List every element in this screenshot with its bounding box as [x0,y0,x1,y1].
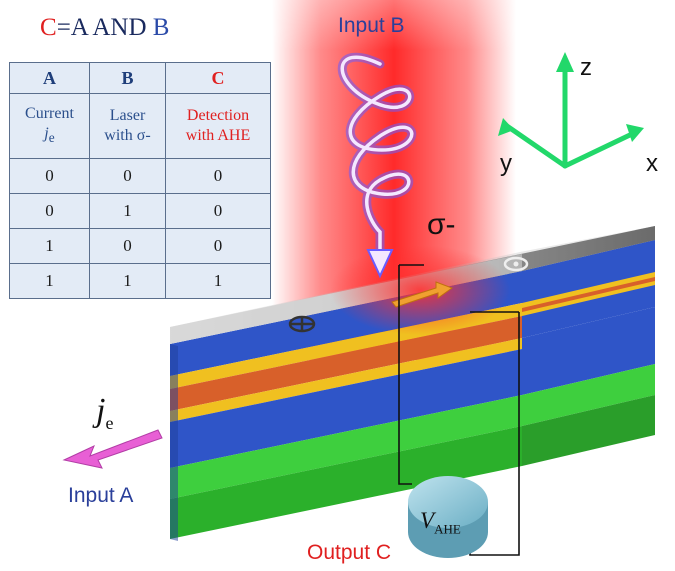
desc-c: Detection with AHE [165,93,271,159]
voltmeter-icon [408,476,488,558]
current-subscript: e [105,412,114,433]
current-je-label: je [96,392,113,434]
cell-b: 1 [88,193,167,229]
logic-title: C=A AND B [40,14,169,42]
desc-b-line1: Laser [109,107,146,124]
axis-y-label: y [500,150,512,177]
cell-a: 0 [9,193,90,229]
input-a-label: Input A [68,484,134,507]
input-b-label: Input B [338,14,405,37]
axis-z-label: z [580,54,592,81]
truth-table-row: 0 0 0 [9,158,271,194]
laser-beam-top-haze [272,0,516,200]
cell-a: 1 [9,228,90,264]
circularly-polarized-helix [337,52,417,279]
cell-c: 0 [165,158,271,194]
axis-x-label: x [646,150,658,177]
cell-a: 0 [9,158,90,194]
desc-a: Current je [9,93,90,159]
cell-c: 1 [165,263,271,299]
title-equation: =A AND [56,14,153,41]
title-c: C [40,14,57,41]
desc-c-line1: Detection [186,107,250,124]
desc-c-line2: with AHE [185,127,251,144]
truth-table-row: 0 1 0 [9,193,271,229]
truth-table-header: A B C [9,62,271,94]
voltage-symbol: V [420,508,435,533]
device-left-end [170,344,178,541]
cell-c: 0 [165,228,271,264]
cell-b: 0 [88,158,167,194]
title-b: B [152,14,170,41]
cell-c: 0 [165,193,271,229]
current-symbol: j [96,392,106,429]
desc-a-line1: Current [25,104,74,122]
truth-table-row: 1 1 1 [9,263,271,299]
magnetization-in-icon [288,315,316,333]
current-arrow [62,429,163,469]
desc-b-line2: with σ- [104,127,151,144]
desc-b: Laser with σ- [88,93,167,159]
truth-table-row: 1 0 0 [9,228,271,264]
cell-b: 1 [88,263,167,299]
output-c-label: Output C [307,541,392,564]
truth-table: A B C Current je Laser with σ- Detection… [9,62,271,299]
sigma-minus-label: σ- [427,208,456,241]
truth-table-descriptions: Current je Laser with σ- Detection with … [9,93,271,159]
coordinate-axes [498,52,644,169]
device-right-face [522,240,655,466]
desc-a-line2: j [44,124,49,142]
laser-spot [330,245,510,335]
desc-a-sub: e [48,130,55,146]
voltage-label: VAHE [420,508,461,538]
cell-b: 0 [88,228,167,264]
magnetization-arrow [391,281,454,308]
magnetization-out-icon [503,256,529,272]
header-a: A [9,62,90,94]
header-b: B [88,62,167,94]
cell-a: 1 [9,263,90,299]
header-c: C [165,62,271,94]
voltage-subscript: AHE [434,521,461,537]
